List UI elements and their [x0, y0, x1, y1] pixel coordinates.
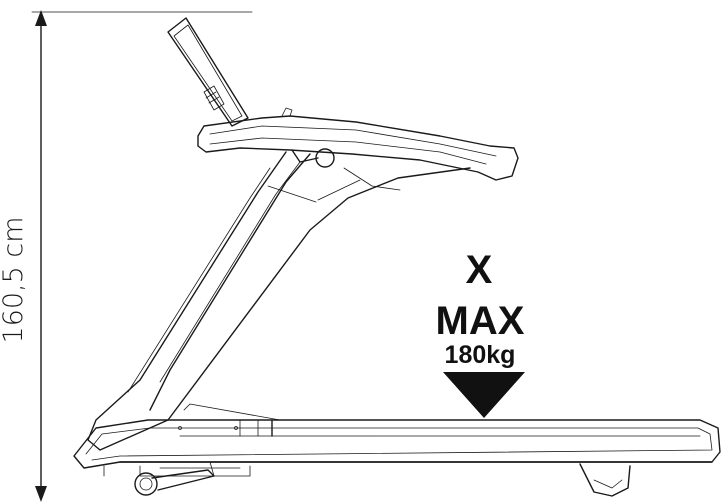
load-max-label: MAX: [436, 299, 525, 343]
wheel-icon: [134, 472, 158, 496]
treadmill-deck: [73, 403, 721, 469]
front-foot: [579, 463, 631, 497]
dimension-arrow-up-icon: [35, 10, 47, 26]
max-load-indicator: X MAX 180kg: [436, 248, 525, 418]
upright-column: [87, 149, 471, 451]
console-screen: [167, 17, 249, 127]
treadmill-line-drawing: [73, 17, 721, 497]
load-weight-label: 180kg: [445, 341, 516, 369]
dimension-arrow-down-icon: [35, 486, 47, 502]
load-symbol: X: [466, 248, 493, 292]
rear-wheel: [134, 469, 215, 496]
height-dimension: 160,5 cm: [0, 10, 253, 502]
base-frame: [103, 461, 713, 477]
handlebar: [197, 107, 519, 181]
load-arrow-down-icon: [443, 372, 525, 418]
height-dimension-label: 160,5 cm: [0, 216, 29, 343]
